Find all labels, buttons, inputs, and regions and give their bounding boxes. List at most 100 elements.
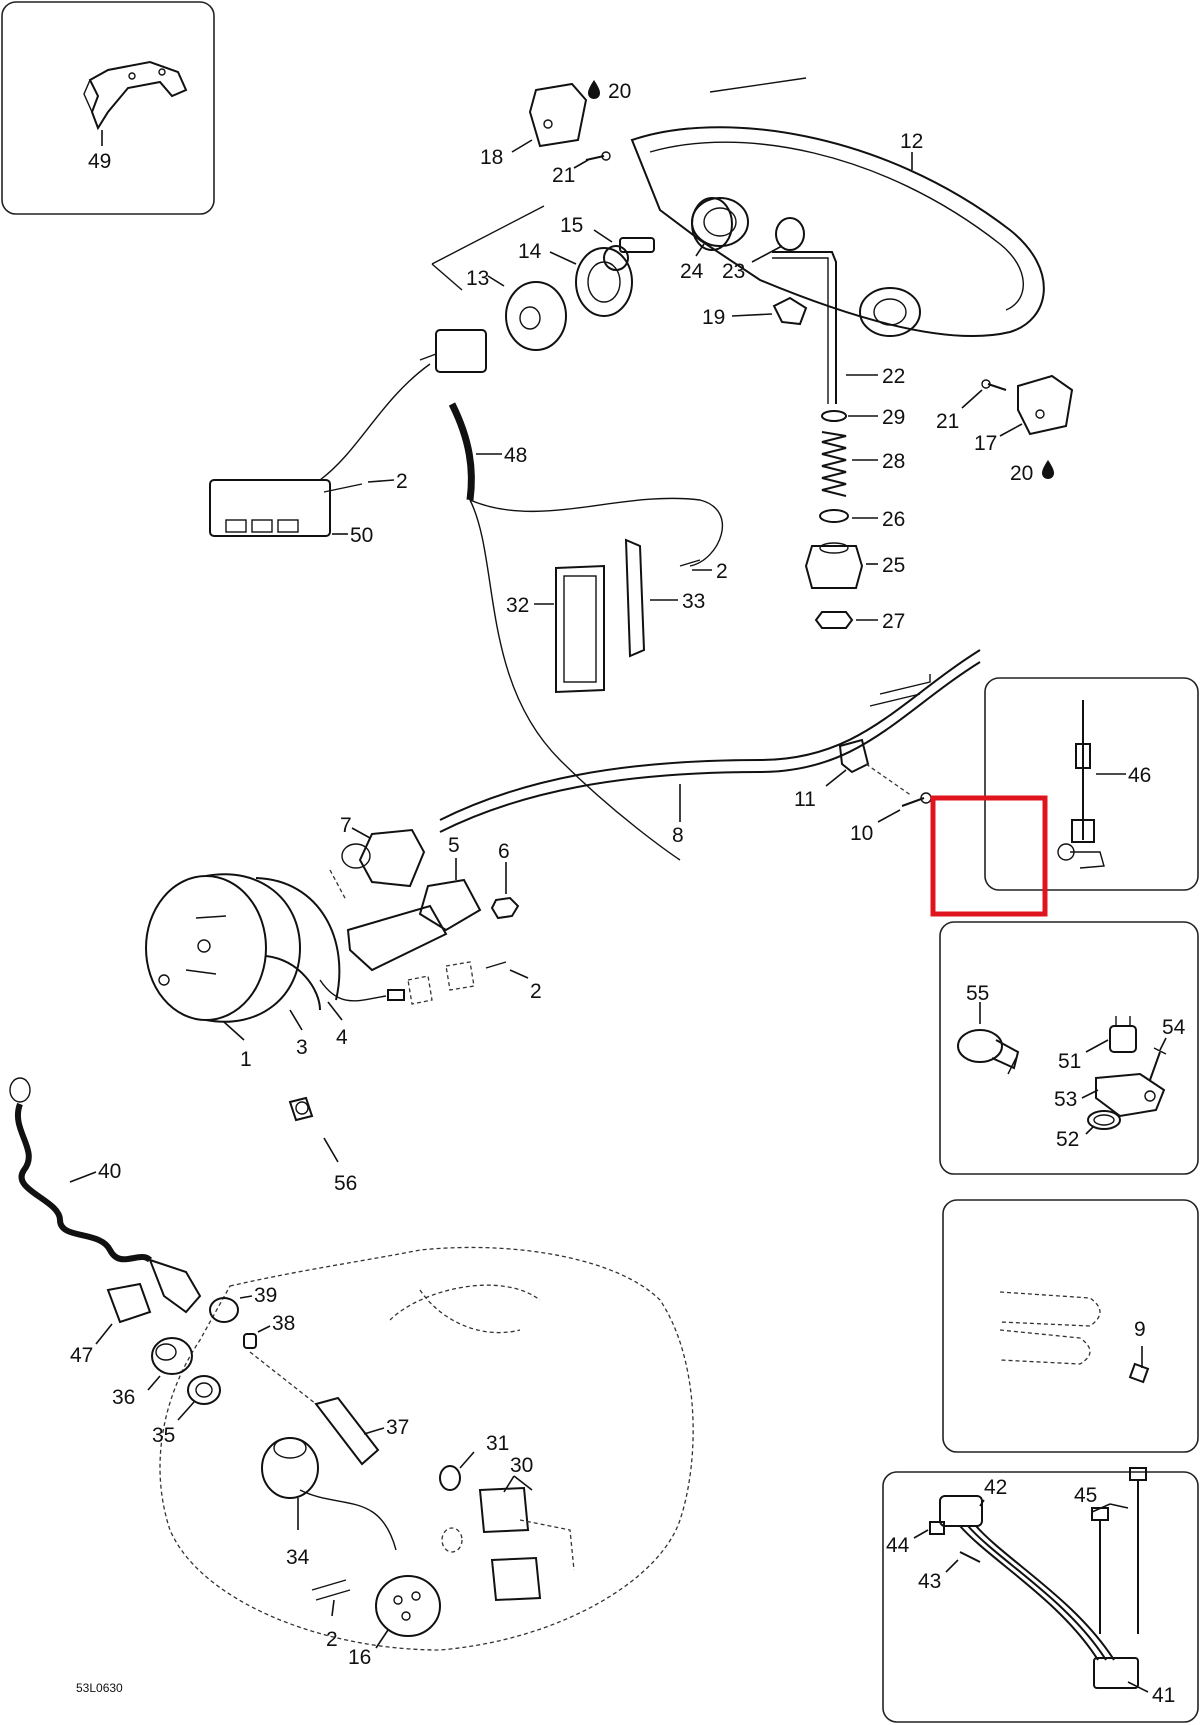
housing-part-7	[329, 828, 426, 901]
callout-7: 7	[340, 814, 352, 837]
callout-56: 56	[334, 1172, 357, 1195]
pin-part-43	[959, 1551, 981, 1563]
callout-42: 42	[984, 1476, 1007, 1499]
callout-27: 27	[882, 610, 905, 633]
bracket-part-33	[624, 538, 646, 658]
ring-part-52	[1087, 1110, 1121, 1130]
callout-51: 51	[1058, 1050, 1081, 1073]
inset-box-sensors	[939, 921, 1199, 1175]
harness-wire-48	[319, 363, 724, 861]
highlight-box	[930, 795, 1048, 917]
screw-part-10	[865, 763, 932, 807]
drop-icon-20b	[1042, 460, 1054, 479]
inset-box-9	[942, 1199, 1199, 1453]
callout-5: 5	[448, 834, 460, 857]
callout-3: 3	[296, 1036, 308, 1059]
callout-45: 45	[1074, 1484, 1097, 1507]
callout-31: 31	[486, 1432, 509, 1455]
nut-part-27	[814, 611, 854, 629]
grommet-part-23	[775, 217, 805, 251]
callout-14: 14	[518, 240, 542, 263]
callout-49: 49	[88, 150, 111, 173]
callout-15: 15	[560, 214, 583, 237]
callout-36: 36	[112, 1386, 135, 1409]
callout-17: 17	[974, 432, 997, 455]
gauge-part-1	[145, 873, 302, 1023]
washer-part-26	[819, 509, 849, 523]
connector-pair	[407, 961, 507, 1005]
callout-22: 22	[882, 365, 905, 388]
inset-box-49	[1, 1, 215, 215]
switch-part-51	[1109, 1016, 1137, 1053]
terminal-2d	[311, 1579, 351, 1601]
console-panel-outline	[159, 1246, 694, 1651]
sender-part-55	[957, 1029, 1020, 1075]
lamp-part-31	[439, 1465, 463, 1553]
callout-55: 55	[966, 982, 989, 1005]
callout-54: 54	[1162, 1016, 1186, 1039]
bracket-part-49	[83, 60, 188, 131]
nut-part-35	[187, 1375, 221, 1405]
washer-part-29	[821, 410, 847, 422]
callout-2d: 2	[326, 1628, 338, 1651]
grommet-part-39	[209, 1297, 239, 1323]
callout-52: 52	[1056, 1128, 1079, 1151]
bracket-part-18	[528, 82, 588, 148]
lanyard-part-40	[9, 1077, 202, 1314]
bezel-part-47	[106, 1282, 152, 1324]
callout-44: 44	[886, 1534, 910, 1557]
callout-16: 16	[348, 1646, 371, 1669]
callout-20b: 20	[1010, 462, 1033, 485]
wire-part-4	[319, 979, 405, 1002]
callout-2a: 2	[396, 470, 408, 493]
gasket-part-53	[1095, 1072, 1166, 1118]
relay-box-50	[209, 479, 331, 537]
nut-part-6	[490, 896, 520, 920]
screw-part-54	[1149, 1047, 1167, 1081]
callout-21a: 21	[552, 164, 575, 187]
connector-plug	[419, 329, 487, 373]
callout-41: 41	[1152, 1684, 1175, 1707]
switch-part-16	[375, 1575, 441, 1637]
callout-4: 4	[336, 1026, 348, 1049]
callout-48: 48	[504, 444, 527, 467]
callout-46: 46	[1128, 764, 1151, 787]
clip-part-11	[838, 738, 870, 774]
callout-25: 25	[882, 554, 905, 577]
callout-50: 50	[350, 524, 373, 547]
terminal-2b	[679, 559, 701, 567]
screw-part-21b	[981, 379, 1007, 391]
callout-24: 24	[680, 260, 704, 283]
callout-2c: 2	[530, 980, 542, 1003]
switch-part-37	[249, 1351, 380, 1466]
callout-11: 11	[794, 788, 816, 811]
callout-32: 32	[506, 594, 529, 617]
callout-34: 34	[286, 1546, 310, 1569]
callout-40: 40	[98, 1160, 121, 1183]
callout-8: 8	[672, 824, 684, 847]
callout-53: 53	[1054, 1088, 1077, 1111]
callout-19: 19	[702, 306, 725, 329]
callout-38: 38	[272, 1312, 295, 1335]
bulb-part-38	[243, 1333, 257, 1349]
ignition-part-34	[261, 1437, 397, 1551]
callout-33: 33	[682, 590, 705, 613]
callout-43: 43	[918, 1570, 941, 1593]
bracket-part-17	[1017, 374, 1074, 436]
cap-part-36	[151, 1337, 193, 1375]
shaft-part-46	[1057, 700, 1105, 869]
callout-13: 13	[466, 267, 489, 290]
callout-9: 9	[1134, 1318, 1146, 1341]
bracket-part-3	[255, 877, 341, 1011]
terminal-part-44	[929, 1521, 945, 1535]
callout-29: 29	[882, 406, 905, 429]
bulb-part-56	[288, 1096, 314, 1122]
lens-part-32	[555, 564, 605, 694]
switch-part-30	[478, 1486, 575, 1602]
inset-box-46	[984, 677, 1199, 891]
mount-part-5	[346, 878, 482, 972]
callout-6: 6	[498, 840, 510, 863]
socket-part-24	[691, 197, 733, 251]
bolts-part-45	[1091, 1467, 1147, 1634]
callout-1: 1	[240, 1048, 252, 1071]
